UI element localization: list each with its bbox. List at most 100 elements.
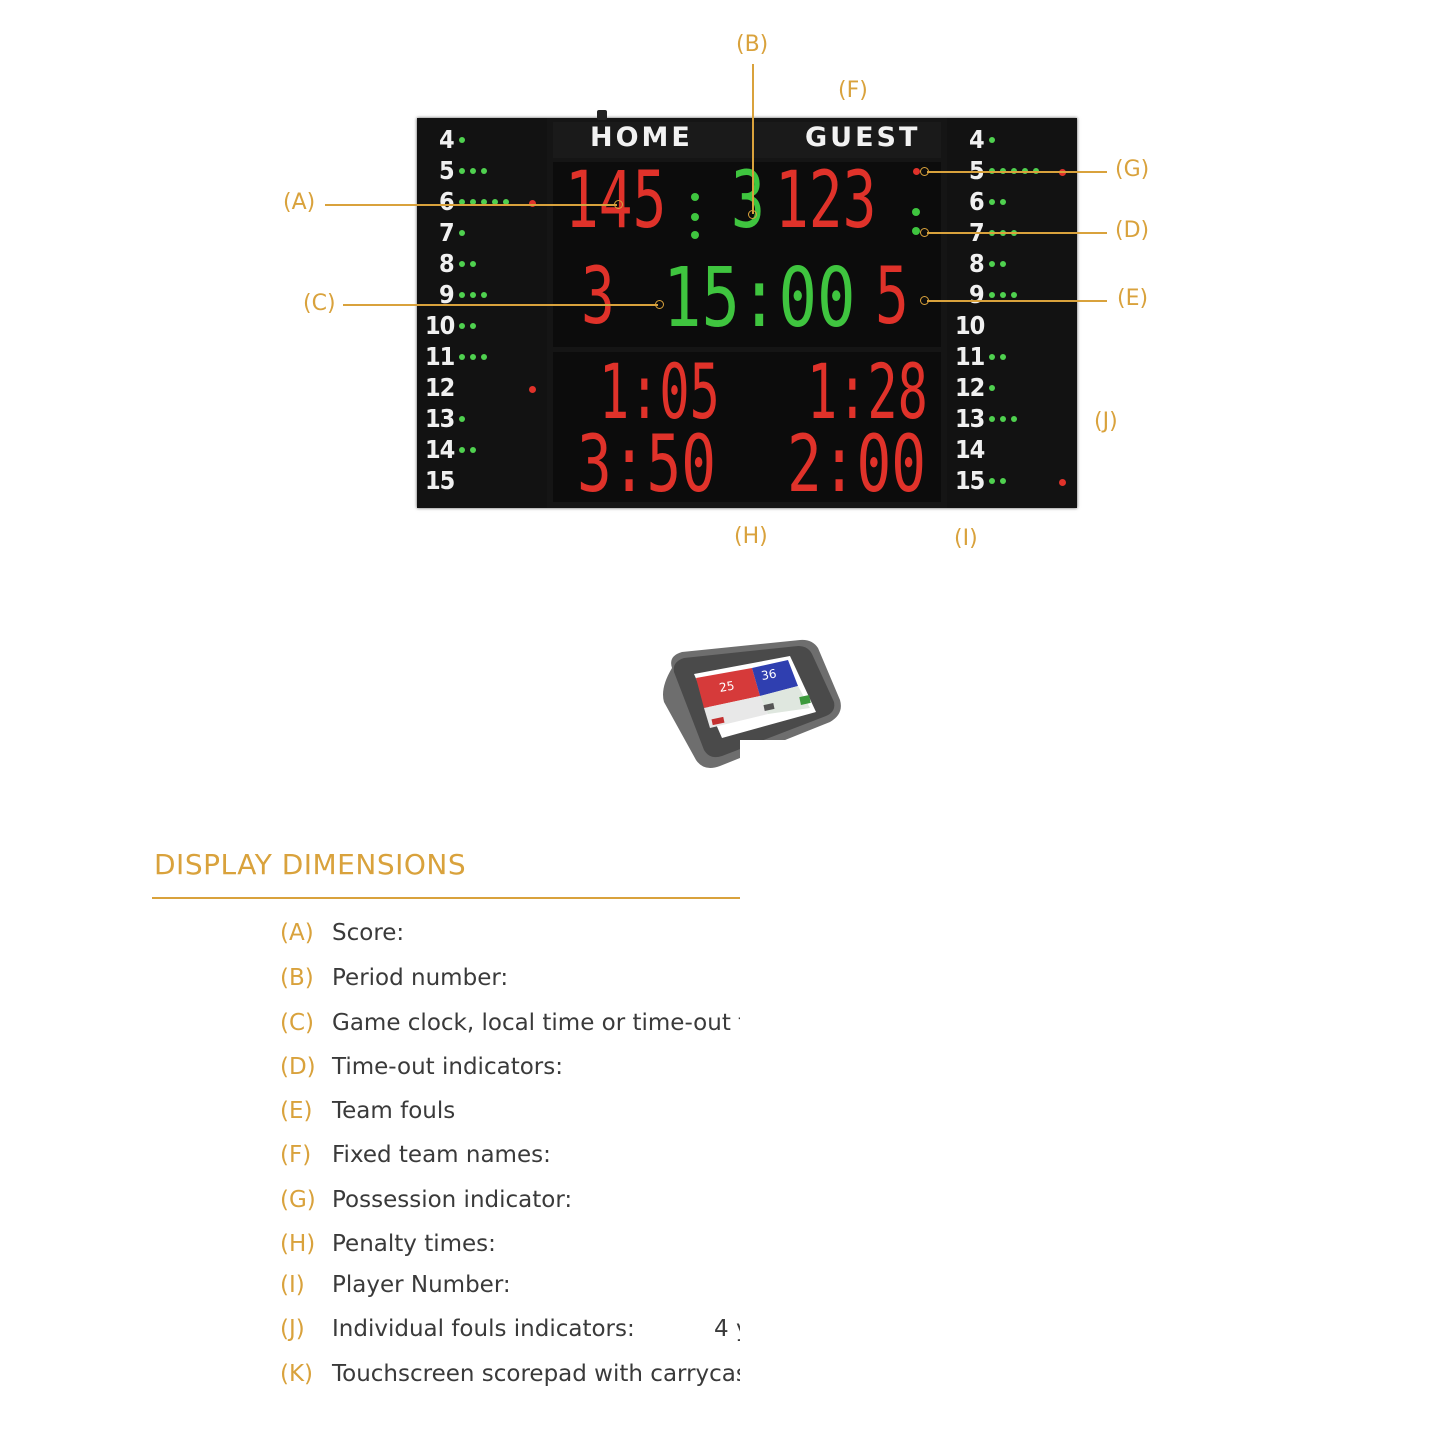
- player-number: 11: [955, 342, 985, 371]
- spec-label: Team fouls: [332, 1098, 456, 1124]
- spec-label: Fixed team names:: [332, 1142, 551, 1168]
- player-number: 6: [969, 187, 985, 216]
- player-number: 6: [439, 187, 455, 216]
- callout-g: (G): [1115, 157, 1150, 182]
- spec-code: (K): [280, 1361, 314, 1387]
- spec-label: Period number:: [332, 965, 509, 991]
- spec-row-clip: (I) Player Number:: [280, 1272, 740, 1306]
- foul-dot: [458, 260, 465, 267]
- spec-row-clip: (G)Possession indicator:: [280, 1187, 740, 1221]
- score-colon-dot: [691, 193, 699, 201]
- player-number: 8: [969, 249, 985, 278]
- left-player-row: 12: [425, 372, 455, 403]
- foul-dot: [459, 322, 466, 329]
- leader-e: [927, 300, 1107, 302]
- foul-dot: [470, 446, 477, 453]
- possession-indicator: [913, 168, 920, 175]
- guest-penalty-1: 1:28: [807, 347, 928, 436]
- foul-dot: [999, 260, 1006, 267]
- left-player-row: 11: [425, 341, 488, 372]
- spec-label: Game clock, local time or time-out time: [332, 1010, 740, 1036]
- section-title: DISPLAY DIMENSIONS: [154, 848, 467, 881]
- foul-dot: [469, 198, 476, 205]
- foul-dot: [470, 322, 477, 329]
- spec-code: (I): [280, 1272, 305, 1298]
- foul-dot: [480, 167, 487, 174]
- guest-team-fouls: 5: [875, 252, 909, 342]
- foul-dot: [1032, 167, 1039, 174]
- left-player-row: 14: [425, 434, 477, 465]
- leader-a: [325, 204, 617, 206]
- right-player-row: 15: [955, 465, 1007, 496]
- home-team-name: HOME: [590, 122, 693, 153]
- player-number: 11: [425, 342, 455, 371]
- home-penalty-2: 3:50: [577, 420, 717, 510]
- spec-row-clip: (A)Score:: [280, 920, 740, 954]
- spec-code: (D): [280, 1054, 316, 1080]
- spec-label: Penalty times:: [332, 1231, 496, 1257]
- score-panel: [553, 162, 941, 347]
- leader-b-dot: [748, 210, 757, 219]
- foul-dot: [999, 167, 1006, 174]
- right-player-row: 12: [955, 372, 996, 403]
- player-number: 10: [425, 311, 455, 340]
- device-guest-score: 36: [760, 667, 777, 683]
- timeout-indicator: [912, 227, 920, 235]
- foul-dot: [458, 198, 465, 205]
- spec-code: (F): [280, 1142, 312, 1168]
- player-number: 10: [955, 311, 985, 340]
- foul-dot: [458, 136, 465, 143]
- foul-limit-indicator: [1059, 169, 1066, 176]
- spec-row-clip: (K)Touchscreen scorepad with carrycase (: [280, 1361, 740, 1395]
- leader-c: [343, 304, 658, 306]
- foul-dot: [458, 167, 465, 174]
- leader-e-dot: [920, 296, 929, 305]
- callout-a: (A): [283, 190, 316, 215]
- team-name-band: [553, 122, 941, 158]
- left-player-row: 13: [425, 403, 466, 434]
- home-team-fouls: 3: [581, 252, 615, 342]
- spec-code: (B): [280, 965, 314, 991]
- spec-code: (E): [280, 1098, 313, 1124]
- foul-limit-indicator: [529, 386, 536, 393]
- player-number: 9: [969, 280, 985, 309]
- leader-b: [752, 64, 754, 214]
- score-colon-dot: [691, 231, 699, 239]
- callout-j: (J): [1094, 409, 1118, 434]
- spec-row-clip: (B) Period number:: [280, 965, 740, 999]
- left-player-row: 7: [439, 217, 465, 248]
- player-number: 12: [955, 373, 985, 402]
- spec-label: Time-out indicators:: [332, 1054, 563, 1080]
- penalty-panel: [553, 352, 941, 502]
- spec-row-clip: (C)Game clock, local time or time-out ti…: [280, 1010, 740, 1044]
- spec-row-clip: (F) Fixed team names:: [280, 1142, 740, 1176]
- foul-dot: [469, 291, 476, 298]
- spec-code: (A): [280, 920, 314, 946]
- leader-d-dot: [920, 228, 929, 237]
- foul-dot: [459, 415, 466, 422]
- foul-dot: [999, 291, 1006, 298]
- leader-a-dot: [614, 200, 623, 209]
- foul-limit-indicator: [529, 200, 536, 207]
- guest-penalty-2: 2:00: [787, 420, 927, 510]
- player-number: 5: [439, 156, 455, 185]
- foul-dot: [1010, 291, 1017, 298]
- player-number: 15: [955, 466, 985, 495]
- foul-dot: [470, 353, 477, 360]
- touchscreen-scorepad-image: 25 36: [663, 639, 842, 770]
- foul-dot: [989, 477, 996, 484]
- right-player-row: 4: [969, 124, 995, 155]
- guest-team-name: GUEST: [805, 122, 921, 153]
- left-player-row: 4: [439, 124, 465, 155]
- leader-g: [927, 171, 1107, 173]
- foul-dot: [999, 198, 1006, 205]
- right-player-row: 5: [969, 155, 1039, 186]
- spec-row-clip: (H)Penalty times:: [280, 1231, 740, 1265]
- spec-label: Player Number:: [332, 1272, 511, 1298]
- foul-dot: [1011, 415, 1018, 422]
- spec-row-clip: (D) Time-out indicators:: [280, 1054, 740, 1088]
- spec-label: Individual fouls indicators:: [332, 1316, 635, 1342]
- guest-score: 123: [775, 156, 877, 246]
- board-connector: [597, 110, 607, 120]
